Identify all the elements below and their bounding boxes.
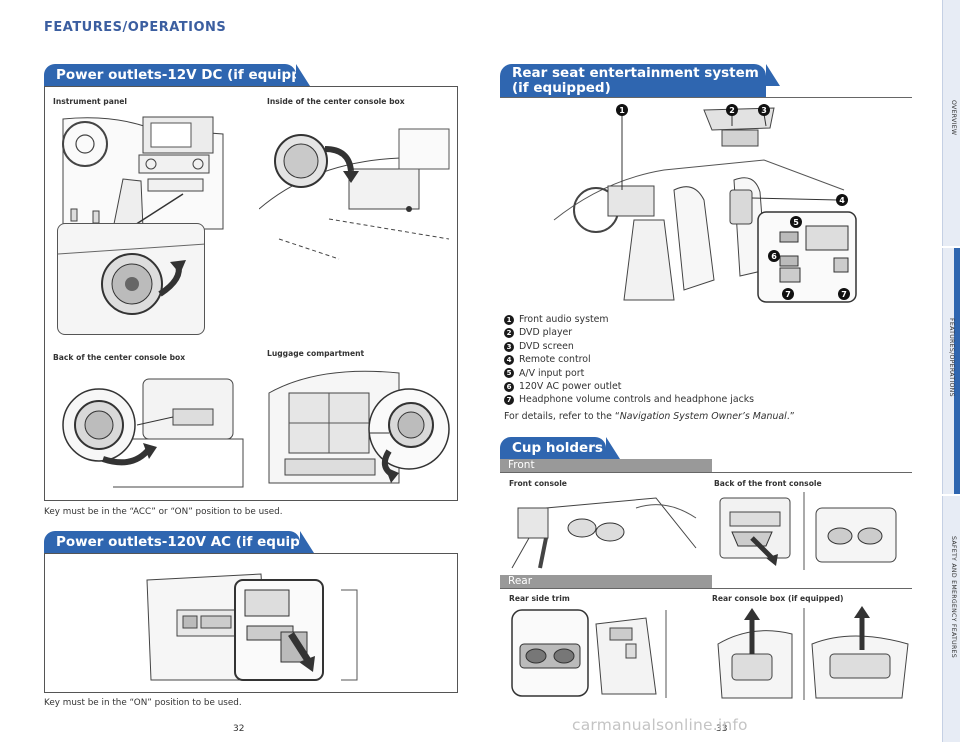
callout-number: 4 — [504, 354, 514, 365]
details-prefix: For details, refer to the “ — [504, 411, 620, 422]
tab-safety-label: SAFETY AND EMERGENCY FEATURES — [950, 536, 957, 658]
list-item: 5 A/V input port — [504, 367, 754, 380]
svg-text:1: 1 — [619, 106, 625, 115]
back-console-illustration — [62, 378, 244, 488]
svg-text:3: 3 — [761, 106, 767, 115]
rear-side-trim-illustration — [511, 609, 667, 698]
svg-text:6: 6 — [771, 252, 777, 261]
list-item-label: Remote control — [519, 354, 591, 366]
luggage-compartment-illustration — [268, 370, 450, 484]
list-item: 1 Front audio system — [504, 313, 754, 326]
svg-text:2: 2 — [729, 106, 735, 115]
power-12v-heading: Power outlets-12V DC (if equipped) — [44, 64, 326, 86]
tab-overview-label: OVERVIEW — [950, 100, 957, 136]
power-120v-heading: Power outlets-120V AC (if equipped) — [44, 531, 335, 553]
page-number-right: 33 — [716, 724, 728, 734]
inside-console-illustration — [259, 128, 450, 260]
svg-text:5: 5 — [793, 218, 799, 227]
label-inside-console: Inside of the center console box — [267, 97, 405, 106]
back-front-console-illustration — [719, 492, 897, 570]
instrument-panel-illustration — [62, 116, 224, 240]
power-120v-illustration — [146, 573, 358, 681]
callout-number: 5 — [504, 368, 514, 379]
power-120v-figure-box — [44, 553, 458, 693]
rse-illustration: 1 2 3 4 5 6 7 7 — [553, 104, 857, 303]
tab-features-operations[interactable]: FEATURES/OPERATIONS — [942, 248, 960, 494]
callout-number: 7 — [504, 395, 514, 406]
rse-heading: Rear seat entertainment system (if equip… — [500, 64, 780, 97]
page-number-left: 32 — [233, 724, 245, 734]
label-back-front-console: Back of the front console — [714, 479, 822, 488]
label-back-console: Back of the center console box — [53, 353, 186, 362]
list-item: 4 Remote control — [504, 353, 754, 366]
power-120v-note: Key must be in the “ON” position to be u… — [44, 698, 242, 708]
power-120v-heading-text: Power outlets-120V AC (if equipped) — [56, 534, 335, 550]
list-item-label: Front audio system — [519, 314, 609, 325]
label-luggage: Luggage compartment — [267, 349, 365, 358]
callout-number: 2 — [504, 328, 514, 339]
page-section-title: FEATURES/OPERATIONS — [44, 20, 227, 35]
front-subheading: Front — [500, 459, 712, 472]
power-12v-note: Key must be in the “ACC” or “ON” positio… — [44, 507, 283, 517]
rse-heading-line2: (if equipped) — [512, 80, 611, 96]
rear-rule — [500, 588, 912, 589]
tab-features-label: FEATURES/OPERATIONS — [948, 318, 955, 397]
cup-holders-heading: Cup holders — [500, 437, 620, 459]
front-console-illustration — [511, 497, 697, 569]
rse-rule — [500, 97, 912, 98]
list-item: 3 DVD screen — [504, 340, 754, 353]
manual-title: Navigation System Owner’s Manual — [619, 411, 787, 422]
list-item-label: A/V input port — [519, 367, 585, 379]
label-front-console: Front console — [509, 479, 567, 488]
label-rear-side-trim: Rear side trim — [509, 594, 570, 603]
callout-number: 6 — [504, 381, 514, 392]
callout-number: 1 — [504, 314, 514, 325]
list-item-label: Headphone volume controls and headphone … — [519, 394, 755, 406]
instrument-panel-outlet-inset — [57, 223, 205, 335]
list-item-label: DVD player — [519, 327, 573, 339]
rse-heading-line1: Rear seat entertainment system — [512, 65, 759, 81]
list-item-label: 120V AC power outlet — [519, 381, 622, 393]
power-12v-heading-text: Power outlets-12V DC (if equipped) — [56, 67, 326, 83]
callout-number: 3 — [504, 341, 514, 352]
section-sidebar: OVERVIEW FEATURES/OPERATIONS SAFETY AND … — [942, 0, 960, 742]
rse-details-note: For details, refer to the “Navigation Sy… — [504, 411, 795, 422]
cup-holders-heading-text: Cup holders — [512, 440, 603, 456]
rear-subheading: Rear — [500, 575, 712, 588]
tab-overview[interactable]: OVERVIEW — [942, 0, 960, 246]
list-item: 6 120V AC power outlet — [504, 380, 754, 393]
active-tab-indicator — [954, 248, 960, 494]
watermark: carmanualsonline.info — [572, 716, 748, 734]
label-rear-console-box: Rear console box (if equipped) — [712, 594, 844, 603]
rse-feature-list: 1 Front audio system 2 DVD player 3 DVD scr… — [504, 313, 754, 407]
rear-console-box-illustration — [717, 606, 909, 700]
details-suffix: .” — [786, 411, 795, 422]
svg-text:7: 7 — [841, 290, 847, 299]
list-item-label: DVD screen — [519, 340, 574, 352]
list-item: 2 DVD player — [504, 326, 754, 339]
svg-text:4: 4 — [839, 196, 845, 205]
power-12v-figure-box: Instrument panel Inside of the center co… — [44, 86, 458, 501]
svg-text:7: 7 — [785, 290, 791, 299]
list-item: 7 Headphone volume controls and headphone… — [504, 393, 754, 406]
label-instrument-panel: Instrument panel — [53, 97, 127, 106]
front-rule — [500, 472, 912, 473]
tab-safety-emergency[interactable]: SAFETY AND EMERGENCY FEATURES — [942, 496, 960, 742]
